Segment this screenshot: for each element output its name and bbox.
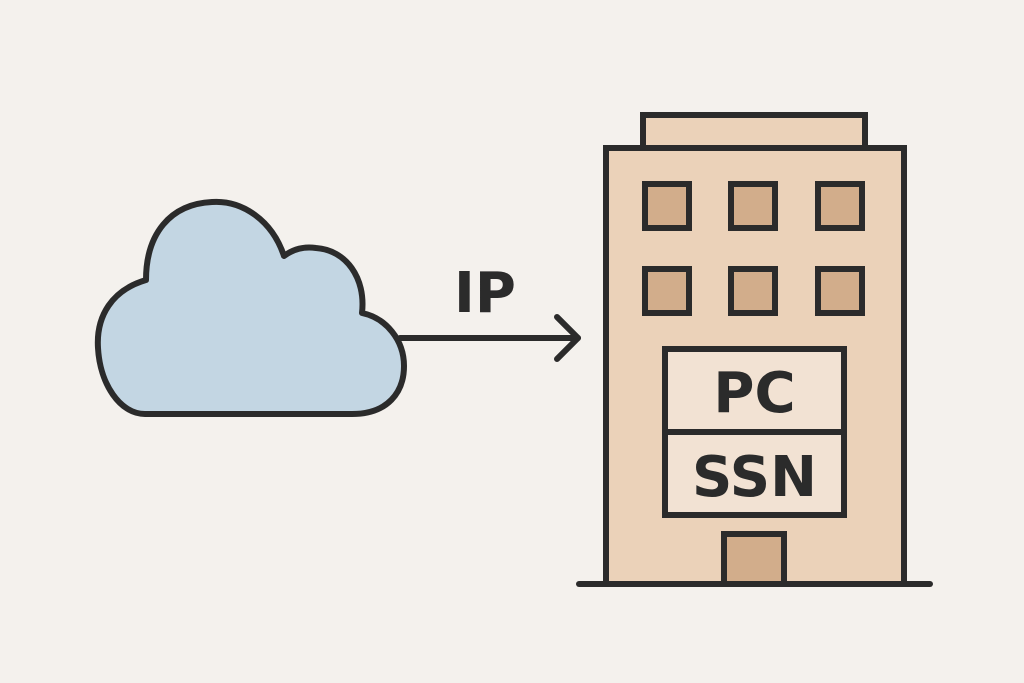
sign-line-ssn: SSN	[692, 445, 817, 510]
building-door	[721, 531, 787, 587]
building-window	[815, 266, 865, 316]
arrow-right-icon	[397, 314, 581, 362]
connection-label: IP	[454, 261, 516, 326]
building-window	[642, 181, 692, 231]
arrow-head	[554, 314, 581, 362]
sign-line-pc: PC	[713, 361, 795, 426]
building-window	[815, 181, 865, 231]
building-window	[728, 266, 778, 316]
building-roof	[640, 112, 868, 151]
building-window	[728, 181, 778, 231]
building-window	[642, 266, 692, 316]
cloud-icon	[94, 198, 407, 417]
office-building-icon: PC SSN	[576, 112, 933, 587]
